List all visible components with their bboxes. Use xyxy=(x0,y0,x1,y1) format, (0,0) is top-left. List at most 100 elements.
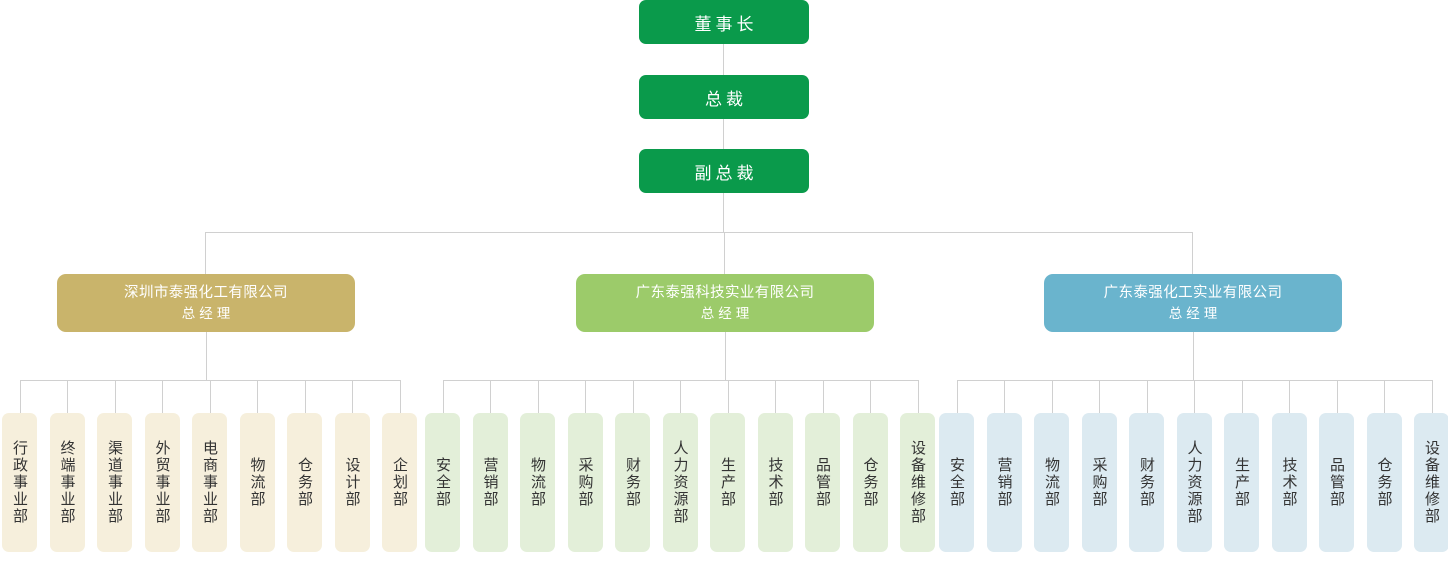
exec-box-vice-president[interactable]: 副总裁 xyxy=(639,149,809,193)
dept-label: 物流部 xyxy=(248,457,266,508)
dept-box-group-b-1[interactable]: 营销部 xyxy=(472,413,508,552)
company-name-group-c: 广东泰强化工实业有限公司 xyxy=(1103,284,1283,301)
dept-box-group-b-9[interactable]: 仓务部 xyxy=(852,413,888,552)
dept-label: 设备维修部 xyxy=(1423,440,1440,525)
dept-label: 人力资源部 xyxy=(1185,440,1203,525)
dept-label: 企划部 xyxy=(391,457,408,508)
company-role-group-a: 总经理 xyxy=(181,305,235,321)
company-box-group-c[interactable]: 广东泰强化工实业有限公司 总经理 xyxy=(1044,274,1342,332)
exec-box-chairman[interactable]: 董事长 xyxy=(639,0,809,44)
connector-group-b-dept-0 xyxy=(442,380,444,413)
dept-box-group-c-6[interactable]: 生产部 xyxy=(1224,413,1259,552)
connector-group-c-trunk xyxy=(1193,332,1194,380)
dept-label: 仓务部 xyxy=(296,457,313,508)
dept-box-group-b-10[interactable]: 设备维修部 xyxy=(900,413,935,552)
connector-group-a-dept-8 xyxy=(399,380,401,413)
dept-label: 人力资源部 xyxy=(671,440,689,525)
connector-bus-to-group-a xyxy=(205,232,206,274)
connector-group-b-dept-2 xyxy=(537,380,539,413)
dept-label: 设备维修部 xyxy=(909,440,926,525)
dept-label: 外贸事业部 xyxy=(153,440,171,525)
connector-group-c-dept-7 xyxy=(1289,380,1290,413)
dept-label: 仓务部 xyxy=(861,457,879,508)
connector-group-a-dept-6 xyxy=(304,380,306,413)
dept-box-group-b-2[interactable]: 物流部 xyxy=(520,413,555,552)
dept-box-group-a-7[interactable]: 设计部 xyxy=(334,413,370,552)
dept-box-group-c-10[interactable]: 设备维修部 xyxy=(1414,413,1448,552)
dept-box-group-c-1[interactable]: 营销部 xyxy=(986,413,1022,552)
connector-bus-to-group-b xyxy=(724,232,725,274)
dept-box-group-c-2[interactable]: 物流部 xyxy=(1034,413,1069,552)
dept-box-group-c-5[interactable]: 人力资源部 xyxy=(1176,413,1212,552)
company-role-group-b: 总经理 xyxy=(700,305,754,321)
dept-label: 物流部 xyxy=(1043,457,1060,508)
exec-label-president: 总裁 xyxy=(705,89,747,109)
company-name-group-b: 广东泰强科技实业有限公司 xyxy=(635,284,815,301)
dept-box-group-a-6[interactable]: 仓务部 xyxy=(287,413,322,552)
dept-box-group-a-4[interactable]: 电商事业部 xyxy=(192,413,227,552)
connector-group-a-dept-7 xyxy=(352,380,353,413)
company-box-group-a[interactable]: 深圳市泰强化工有限公司 总经理 xyxy=(57,274,355,332)
connector-group-b-dept-8 xyxy=(822,380,824,413)
connector-group-b-dept-9 xyxy=(870,380,871,413)
dept-label: 安全部 xyxy=(948,457,965,508)
connector-group-b-dept-5 xyxy=(680,380,681,413)
dept-box-group-c-0[interactable]: 安全部 xyxy=(939,413,974,552)
connector-vice-president-trunk xyxy=(723,193,724,232)
dept-box-group-a-0[interactable]: 行政事业部 xyxy=(2,413,37,552)
connector-group-b-dept-7 xyxy=(775,380,776,413)
connector-group-a-dept-0 xyxy=(19,380,21,413)
dept-box-group-b-4[interactable]: 财务部 xyxy=(615,413,650,552)
dept-box-group-c-8[interactable]: 品管部 xyxy=(1319,413,1354,552)
dept-box-group-c-4[interactable]: 财务部 xyxy=(1129,413,1164,552)
company-role-group-c: 总经理 xyxy=(1168,305,1222,321)
connector-group-a-dept-1 xyxy=(67,380,68,413)
connector-group-c-dept-2 xyxy=(1051,380,1053,413)
dept-label: 渠道事业部 xyxy=(106,440,123,525)
dept-box-group-a-5[interactable]: 物流部 xyxy=(239,413,275,552)
dept-label: 物流部 xyxy=(529,457,546,508)
dept-box-group-b-6[interactable]: 生产部 xyxy=(710,413,745,552)
connector-group-a-dept-5 xyxy=(257,380,258,413)
dept-label: 仓务部 xyxy=(1375,457,1393,508)
connector-group-c-dept-10 xyxy=(1431,380,1433,413)
connector-company-bus xyxy=(205,232,1193,233)
connector-group-c-dept-4 xyxy=(1146,380,1148,413)
connector-group-a-trunk xyxy=(206,332,207,380)
connector-group-a-dept-4 xyxy=(209,380,211,413)
dept-label: 财务部 xyxy=(624,457,641,508)
connector-group-b-dept-3 xyxy=(585,380,586,413)
dept-box-group-a-2[interactable]: 渠道事业部 xyxy=(97,413,132,552)
dept-box-group-a-1[interactable]: 终端事业部 xyxy=(49,413,85,552)
connector-group-b-dept-6 xyxy=(727,380,729,413)
connector-group-c-dept-5 xyxy=(1194,380,1195,413)
connector-group-c-dept-9 xyxy=(1384,380,1385,413)
dept-label: 品管部 xyxy=(1328,457,1345,508)
dept-box-group-c-3[interactable]: 采购部 xyxy=(1081,413,1117,552)
company-box-group-b[interactable]: 广东泰强科技实业有限公司 总经理 xyxy=(576,274,874,332)
connector-group-c-dept-0 xyxy=(956,380,958,413)
connector-group-a-dept-2 xyxy=(114,380,116,413)
dept-box-group-b-5[interactable]: 人力资源部 xyxy=(662,413,698,552)
dept-box-group-b-8[interactable]: 品管部 xyxy=(805,413,840,552)
exec-label-vice-president: 副总裁 xyxy=(694,163,758,183)
company-name-group-a: 深圳市泰强化工有限公司 xyxy=(124,284,288,301)
dept-box-group-a-3[interactable]: 外贸事业部 xyxy=(144,413,180,552)
connector-group-c-dept-6 xyxy=(1241,380,1243,413)
connector-group-b-dept-1 xyxy=(490,380,491,413)
dept-box-group-b-3[interactable]: 采购部 xyxy=(567,413,603,552)
dept-box-group-c-7[interactable]: 技术部 xyxy=(1271,413,1307,552)
dept-label: 终端事业部 xyxy=(58,440,76,525)
dept-box-group-c-9[interactable]: 仓务部 xyxy=(1366,413,1402,552)
dept-box-group-b-0[interactable]: 安全部 xyxy=(425,413,460,552)
dept-label: 生产部 xyxy=(1233,457,1250,508)
exec-box-president[interactable]: 总裁 xyxy=(639,75,809,119)
dept-box-group-a-8[interactable]: 企划部 xyxy=(382,413,417,552)
connector-group-c-dept-8 xyxy=(1336,380,1338,413)
dept-label: 财务部 xyxy=(1138,457,1155,508)
dept-label: 设计部 xyxy=(343,457,361,508)
dept-label: 营销部 xyxy=(995,457,1013,508)
connector-group-b-trunk xyxy=(725,332,726,380)
dept-box-group-b-7[interactable]: 技术部 xyxy=(757,413,793,552)
